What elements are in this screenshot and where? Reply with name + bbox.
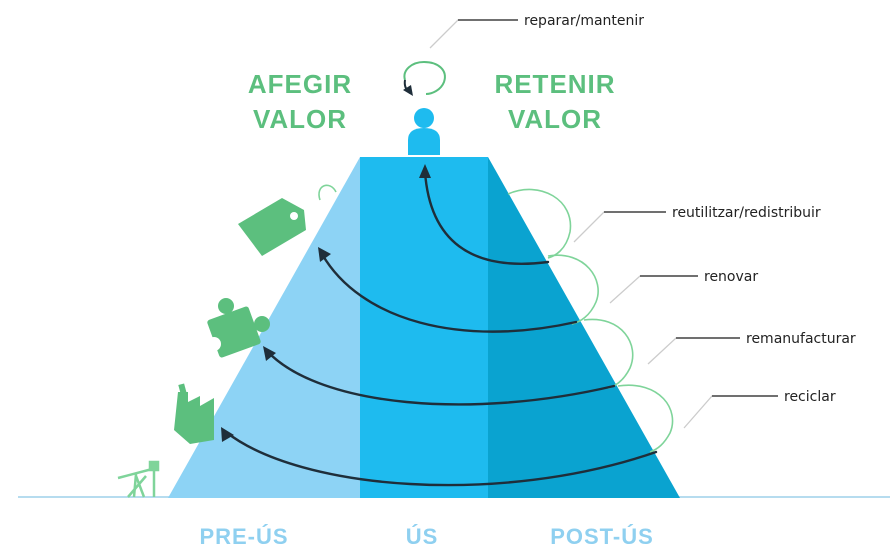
pyramid-post-use-face: [488, 157, 680, 498]
loop-remanufacture: [583, 318, 634, 389]
arrow-heads: [221, 164, 431, 442]
loop-refurbish: [547, 254, 599, 325]
callout-refurbish: renovar: [609, 269, 758, 304]
callout-recycle: reciclar: [683, 389, 836, 429]
callout-reuse: reutilitzar/redistribuir: [573, 205, 821, 243]
callout-remanufacture-label: remanufacturar: [746, 331, 856, 347]
callout-refurbish-label: renovar: [704, 269, 758, 285]
price-tag-icon: [238, 184, 337, 256]
callout-repair: reparar/mantenir: [429, 13, 644, 49]
pre-use-label: PRE-ÚS: [199, 524, 288, 549]
arrow-reuse: [423, 170, 550, 265]
flow-arrows: [224, 170, 658, 487]
arrowhead-recycle: [221, 427, 234, 442]
cycle-arrow-icon: [403, 60, 446, 96]
add-value-heading-line2: VALOR: [253, 104, 347, 134]
arrowhead-refurbish: [318, 247, 331, 262]
post-use-label: POST-ÚS: [550, 524, 654, 549]
callout-recycle-label: reciclar: [784, 389, 836, 405]
callout-remanufacture: remanufacturar: [647, 331, 856, 365]
retain-value-heading-line2: VALOR: [508, 104, 602, 134]
arrowhead-remanufacture: [263, 346, 276, 361]
retain-loops: [507, 188, 674, 453]
oil-pump-icon: [117, 460, 160, 498]
callout-reuse-label: reutilitzar/redistribuir: [672, 205, 821, 221]
person-icon: [408, 108, 440, 155]
callout-repair-label: reparar/mantenir: [524, 13, 644, 29]
puzzle-icon: [207, 298, 270, 358]
arrow-recycle: [224, 430, 658, 487]
arrow-remanufacture: [266, 350, 616, 406]
use-label: ÚS: [406, 524, 439, 549]
pyramid-use-face: [360, 157, 488, 498]
arrow-refurbish: [320, 252, 578, 333]
loop-reuse: [507, 188, 572, 259]
retain-value-heading-line1: RETENIR: [494, 69, 615, 99]
loop-recycle: [617, 384, 674, 453]
factory-icon: [174, 383, 214, 444]
add-value-heading-line1: AFEGIR: [248, 69, 352, 99]
arrowhead-reuse: [419, 164, 431, 178]
